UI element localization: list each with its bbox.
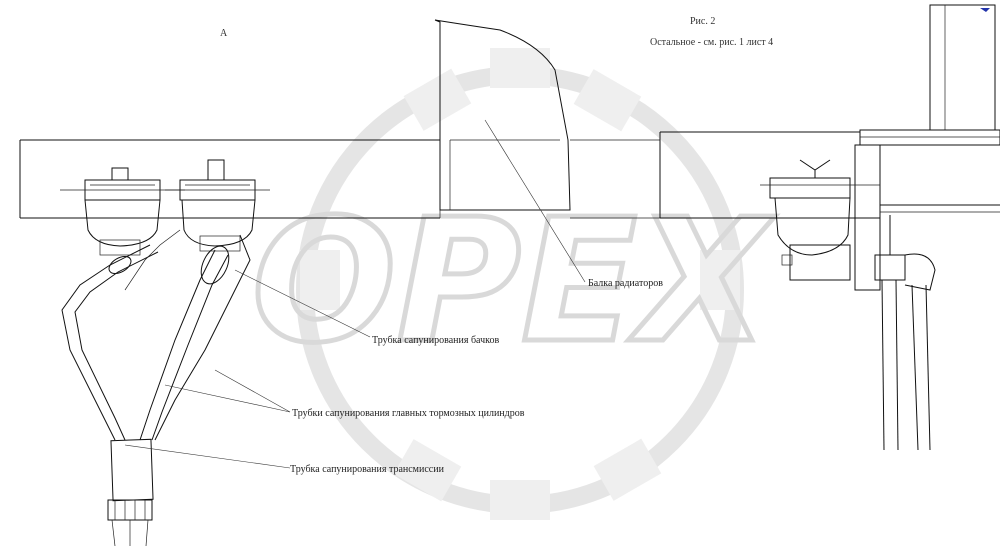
right-structure [854, 4, 1000, 291]
label-tanks-bracket: Балка радиаторов [588, 278, 663, 289]
breather-tubes [61, 229, 251, 546]
watermark: OPEX [249, 48, 779, 520]
corner-mark-icon [980, 8, 990, 12]
label-transmission-vent-tube: Трубка сапунирования трансмиссии [290, 464, 445, 475]
frame-beam [19, 131, 880, 219]
label-master-cylinder-vent-tubes: Трубки сапунирования главных тормозных ц… [292, 408, 525, 419]
figure-title: Рис. 2 [690, 16, 715, 27]
figure-note: Остальное - см. рис. 1 лист 4 [650, 37, 773, 48]
gear-teeth [300, 48, 740, 520]
radiator-beam [434, 19, 571, 211]
reservoir-center [165, 159, 270, 252]
label-tank-vent-tube: Трубка сапунирования бачков [372, 335, 499, 346]
reservoir-right [760, 159, 880, 281]
view-letter: А [220, 28, 228, 39]
leader-lines [124, 119, 586, 469]
reservoir-left [60, 167, 185, 256]
right-pipes [874, 215, 936, 451]
watermark-text: OPEX [252, 183, 776, 381]
